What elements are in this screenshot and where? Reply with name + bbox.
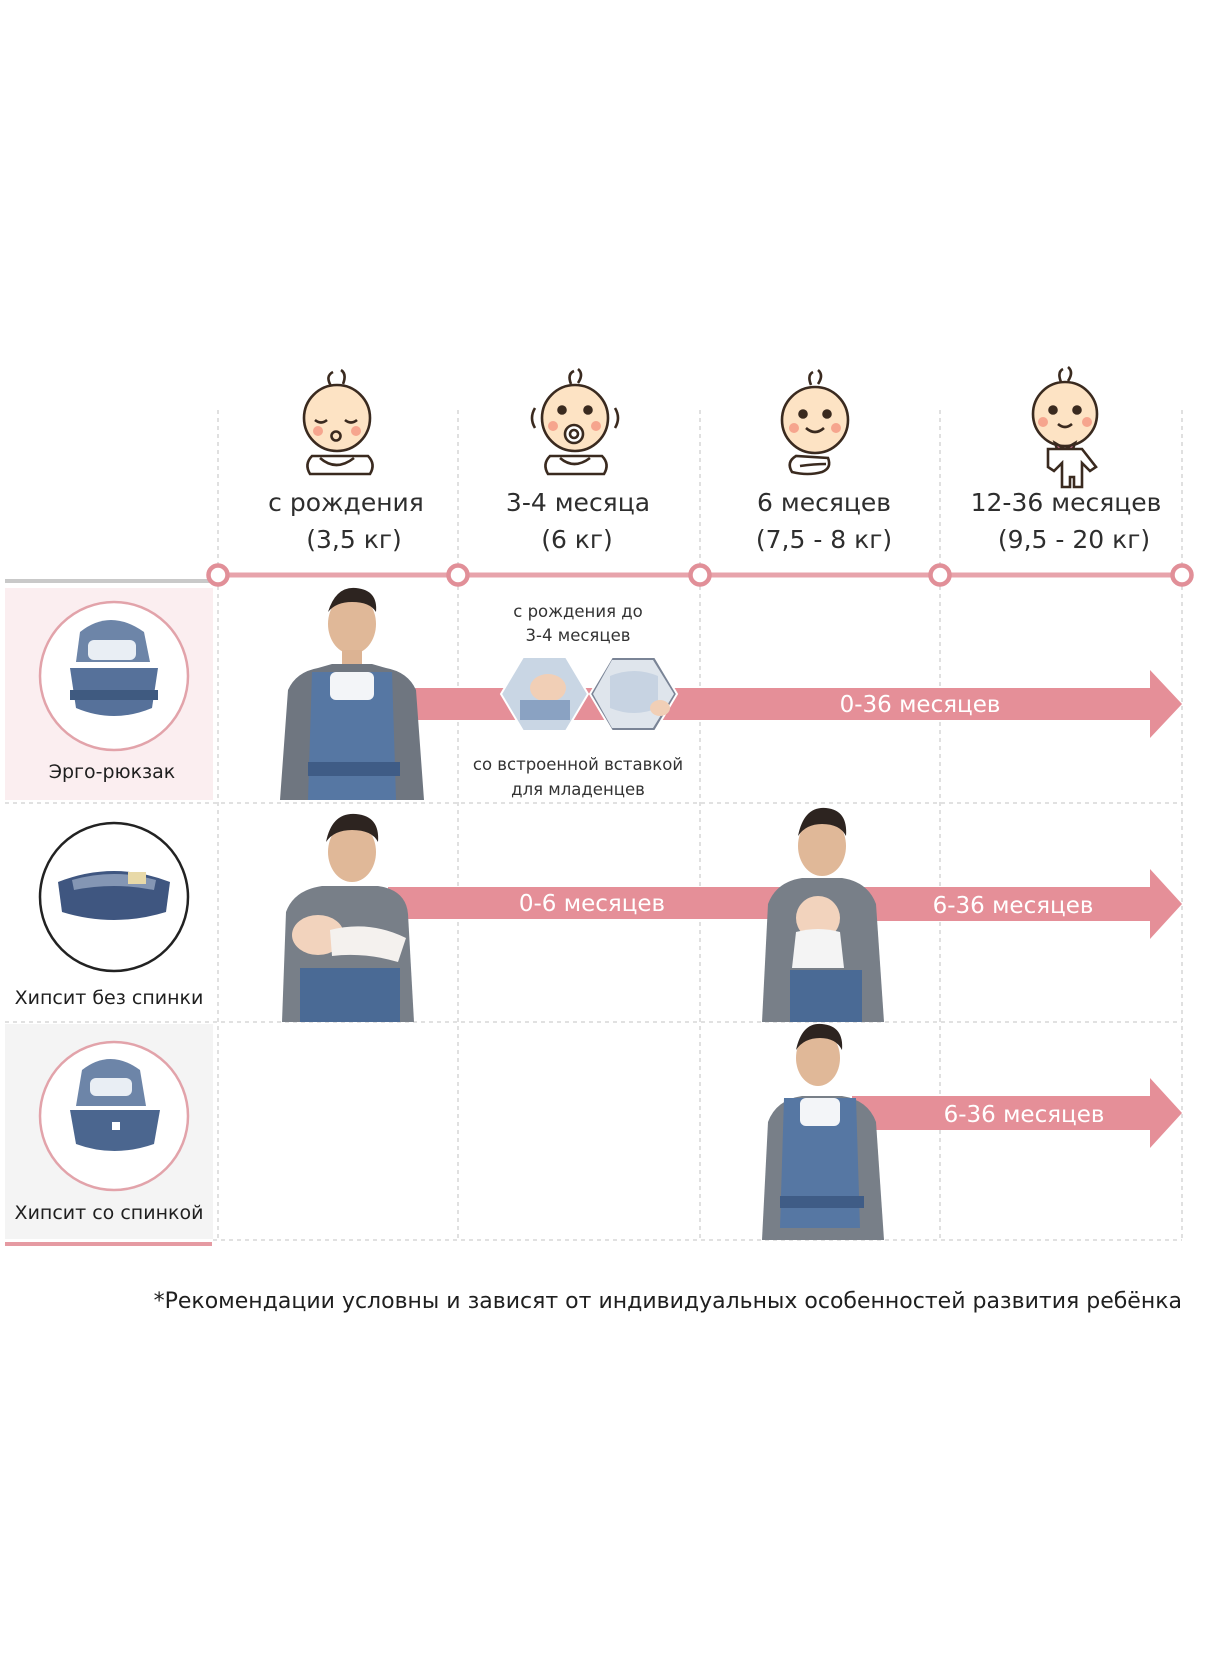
footnote: *Рекомендации условны и зависят от индив…	[154, 1289, 1182, 1314]
insert-caption-bottom: со встроенной вставкой	[473, 755, 683, 774]
stage-title: с рождения	[268, 488, 424, 517]
stage-weight: (6 кг)	[541, 525, 613, 554]
range-arrow-hipseat-with-back: 6-36 месяцев	[852, 1078, 1182, 1148]
row-label-hipseat-with-back: Хипсит со спинкой	[15, 1202, 204, 1224]
grid-horizontal-lines	[5, 802, 1182, 1241]
model-with-hipseat-cradle-hold	[282, 813, 414, 1022]
newborn-sleeping-baby-icon	[302, 368, 374, 476]
stage-caption-6-months: 6 месяцев (7,5 - 8 кг)	[756, 488, 892, 554]
range-arrow-hipseat-no-back-first: 0-6 месяцев	[388, 887, 780, 919]
timeline-node	[446, 563, 470, 587]
stage-title: 3-4 месяца	[506, 488, 650, 517]
newborn-insert-photo	[499, 656, 679, 732]
model-with-hipseat-with-back	[762, 1023, 884, 1240]
model-with-hipseat-front-facing	[762, 807, 884, 1022]
stage-weight: (9,5 - 20 кг)	[998, 525, 1150, 554]
timeline-node	[206, 563, 230, 587]
range-arrow-label: 6-36 месяцев	[944, 1102, 1105, 1128]
stage-caption-3-4-months: 3-4 месяца (6 кг)	[506, 488, 650, 554]
stage-weight: (3,5 кг)	[306, 525, 401, 554]
row-label-ergo: Эрго-рюкзак	[49, 761, 176, 783]
insert-caption-top: с рождения до	[513, 602, 643, 621]
stage-weight: (7,5 - 8 кг)	[756, 525, 892, 554]
hipseat-with-back-icon	[38, 1040, 190, 1192]
stage-caption-12-36-months: 12-36 месяцев (9,5 - 20 кг)	[971, 488, 1162, 554]
timeline-node	[688, 563, 712, 587]
insert-caption-top: 3-4 месяцев	[526, 626, 631, 645]
sitting-baby-icon	[780, 369, 850, 476]
range-arrow-label: 6-36 месяцев	[933, 893, 1094, 919]
baby-with-pacifier-icon	[530, 368, 620, 476]
range-arrow-ergo: 0-36 месяцев	[392, 670, 1182, 738]
stage-title: 6 месяцев	[757, 488, 891, 517]
row-label-hipseat-no-back: Хипсит без спинки	[15, 987, 204, 1009]
range-arrow-label: 0-6 месяцев	[519, 891, 665, 917]
timeline-node	[928, 563, 952, 587]
range-arrow-label: 0-36 месяцев	[840, 692, 1001, 718]
model-with-ergo-backpack	[280, 587, 424, 800]
hipseat-without-back-icon	[38, 821, 190, 973]
stage-title: 12-36 месяцев	[971, 488, 1162, 517]
insert-caption-bottom: для младенцев	[511, 780, 645, 799]
toddler-in-romper-icon	[1031, 366, 1099, 489]
timeline-node	[1170, 563, 1194, 587]
ergo-backpack-carrier-icon	[38, 600, 190, 752]
timeline-nodes	[206, 563, 1194, 587]
stage-caption-newborn: с рождения (3,5 кг)	[268, 488, 424, 554]
range-arrow-hipseat-no-back-second: 6-36 месяцев	[860, 869, 1182, 939]
